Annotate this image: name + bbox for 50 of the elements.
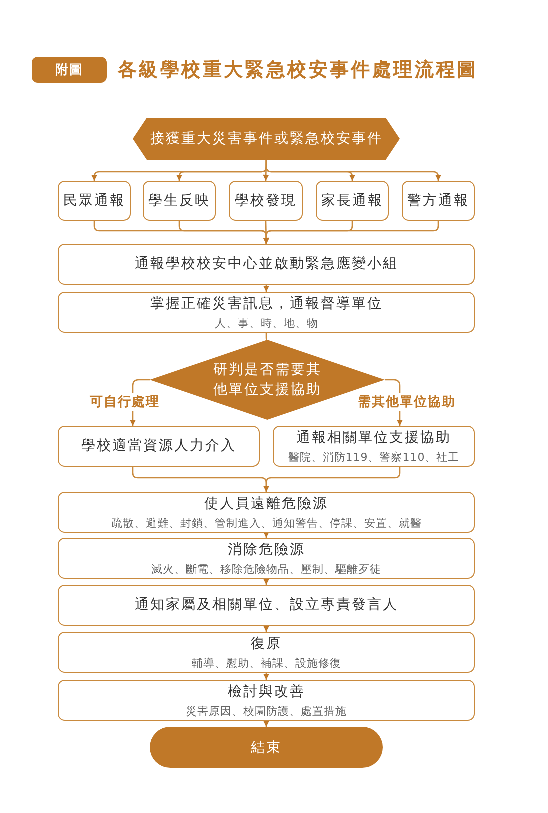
step-text: 通報相關單位支援協助 (296, 428, 452, 448)
step-detail: 滅火、斷電、移除危險物品、壓制、驅離歹徒 (152, 562, 382, 576)
process-box (58, 292, 475, 333)
process-box (143, 181, 216, 221)
process-box (58, 585, 475, 626)
step-text: 民眾通報 (64, 192, 126, 210)
start-hexagon (133, 118, 400, 160)
arrow (264, 626, 270, 632)
process-box (273, 426, 475, 467)
process-box (58, 632, 475, 673)
title: 各級學校重大緊急校安事件處理流程圖 (118, 58, 480, 83)
arrow (264, 532, 270, 538)
step-detail: 疏散、避難、封鎖、管制進入、通知警告、停課、安置、就醫 (111, 516, 422, 530)
step-text: 使人員遠離危險源 (204, 494, 328, 514)
step-text: 研判是否需要其他單位支援協助 (212, 361, 323, 400)
process-box (316, 181, 389, 221)
step-text: 學校適當資源人力介入 (82, 437, 236, 456)
arrow (264, 721, 270, 727)
process-box (229, 181, 303, 221)
step-text: 通知家屬及相關單位、設立專責發言人 (134, 596, 398, 615)
step-text: 消除危險源 (228, 540, 306, 560)
step-text: 警方通報 (408, 192, 470, 210)
step-text: 檢討與改善 (228, 682, 306, 702)
step-detail: 人、事、時、地、物 (214, 316, 318, 330)
end-terminator (150, 727, 383, 768)
process-box (58, 181, 131, 221)
arrow (266, 160, 442, 181)
step-text: 結束 (251, 738, 282, 758)
step-detail: 醫院、消防119、警察110、社工 (288, 450, 460, 464)
process-box (58, 492, 475, 533)
arrow (264, 221, 440, 244)
step-text: 復原 (251, 634, 282, 654)
arrow (264, 285, 270, 292)
process-box (402, 181, 475, 221)
process-box (58, 538, 475, 579)
step-text: 學校發現 (235, 192, 297, 210)
arrow (264, 579, 270, 585)
step-text: 家長通報 (322, 192, 384, 210)
step-detail: 輔導、慰助、補課、設施修復 (192, 656, 342, 670)
step-text: 學生反映 (148, 192, 210, 210)
step-detail: 災害原因、校園防護、處置措施 (186, 704, 347, 718)
figure-badge: 附圖 (32, 57, 107, 83)
process-box (58, 426, 260, 467)
edge-label: 可自行處理 (88, 393, 162, 411)
process-box (58, 244, 475, 285)
arrow (264, 673, 270, 680)
step-text: 接獲重大災害事件或緊急校安事件 (150, 130, 383, 149)
step-text: 掌握正確災害訊息，通報督導單位 (150, 294, 383, 314)
step-text: 通報學校校安中心並啟動緊急應變小組 (134, 255, 398, 274)
process-box (58, 680, 475, 721)
